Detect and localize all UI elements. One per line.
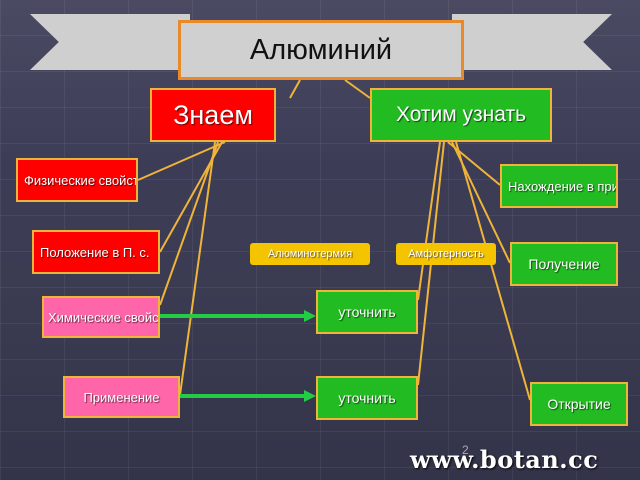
want-item-occurrence: Нахождение в природе [500,164,618,208]
want-item-discovery: Открытие [530,382,628,426]
known-header: Знаем [150,88,276,142]
slide-number: 2 [462,443,469,457]
callout-aluminothermy: Алюминотермия [250,243,370,265]
page-title: Алюминий [178,20,464,80]
want-header: Хотим узнать [370,88,552,142]
line-title-want [344,79,371,99]
line-want-open [455,141,531,401]
line-known-app [179,141,216,396]
known-item-chemical: Химические свойства [42,296,160,338]
footer-url: www.botan.cc [410,445,599,474]
line-known-chem [159,141,219,306]
known-item-physical: Физические свойства [16,158,138,202]
known-item-application: Применение [63,376,180,418]
arrowhead-chem [304,310,316,322]
line-title-known [289,79,301,99]
line-known-phys [137,141,226,181]
clarify-box-2: уточнить [316,376,418,420]
arrowhead-app [304,390,316,402]
want-item-production: Получение [510,242,618,286]
known-item-position: Положение в П. с. [32,230,160,274]
clarify-box-1: уточнить [316,290,418,334]
line-want-find [447,141,501,186]
callout-amphoteric: Амфотерность [396,243,496,265]
line-want-clarify1 [417,141,441,301]
